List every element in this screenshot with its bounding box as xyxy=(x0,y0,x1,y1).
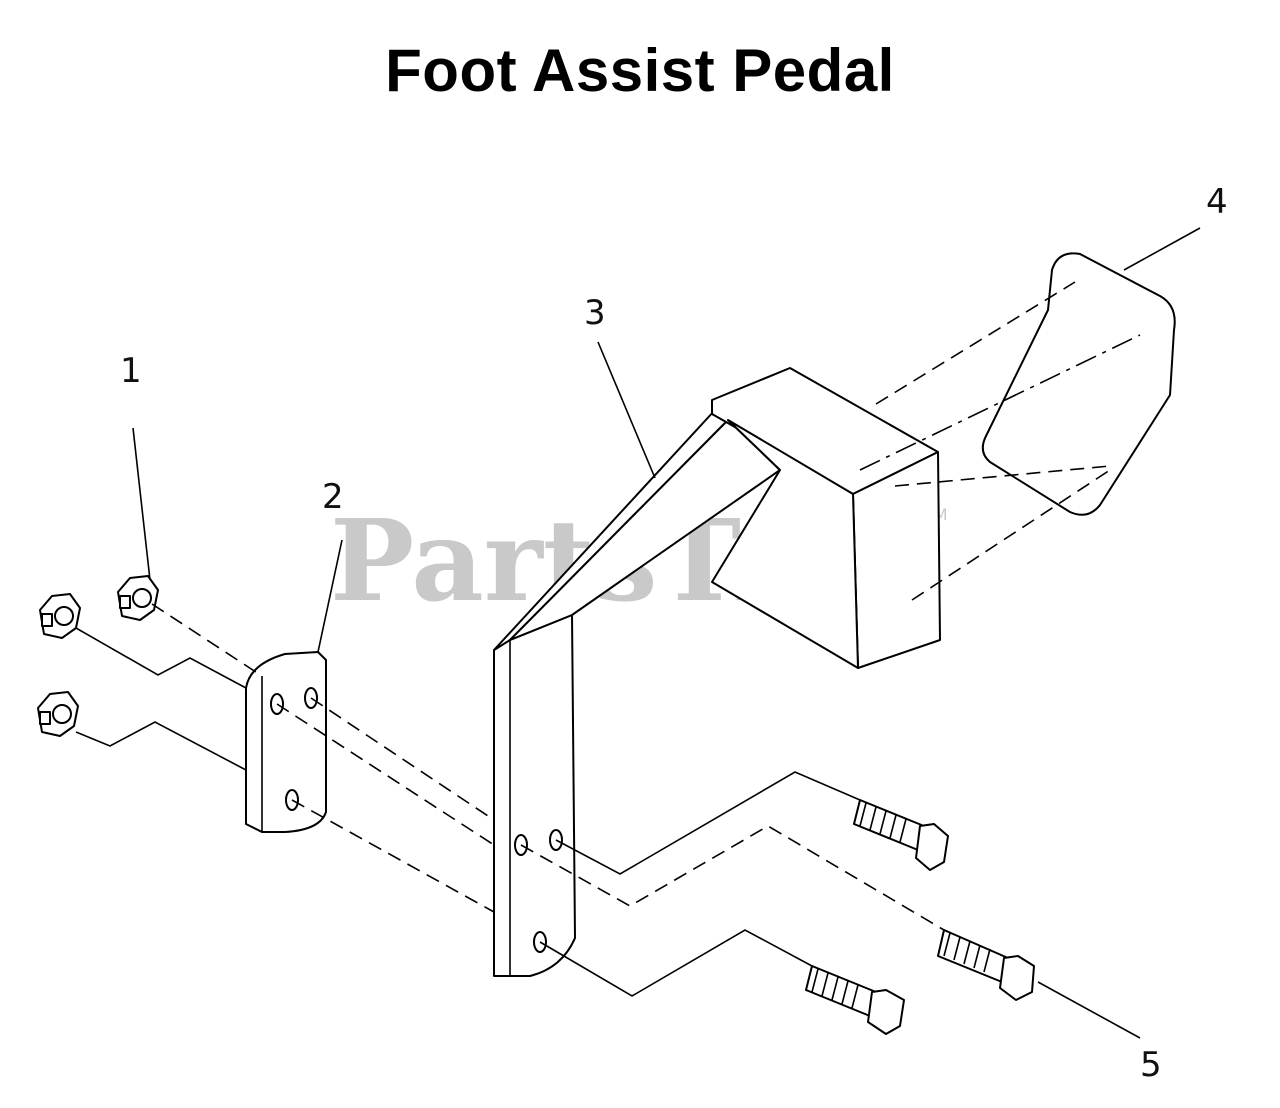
part-1-nut-bottom[interactable] xyxy=(37,691,79,737)
callout-4: 4 xyxy=(1206,182,1228,222)
part-5-bolt-middle[interactable] xyxy=(937,929,1035,1001)
part-3-pedal-bracket[interactable] xyxy=(493,367,941,977)
part-1-nut-middle[interactable] xyxy=(39,593,81,639)
part-5-bolt-upper[interactable] xyxy=(853,799,949,871)
callout-1: 1 xyxy=(120,351,142,391)
part-4-foot-pad[interactable] xyxy=(981,252,1176,516)
part-1-nut-top[interactable] xyxy=(117,575,159,621)
diagram-title: Foot Assist Pedal xyxy=(385,37,895,104)
callout-3: 3 xyxy=(584,293,606,333)
part-5-bolt-lower[interactable] xyxy=(805,965,905,1035)
callout-leaders xyxy=(132,227,1201,1039)
part-2-backing-plate[interactable] xyxy=(245,651,327,833)
callout-2: 2 xyxy=(322,477,344,517)
alignment-lines xyxy=(75,281,1141,997)
callout-5: 5 xyxy=(1140,1045,1162,1085)
